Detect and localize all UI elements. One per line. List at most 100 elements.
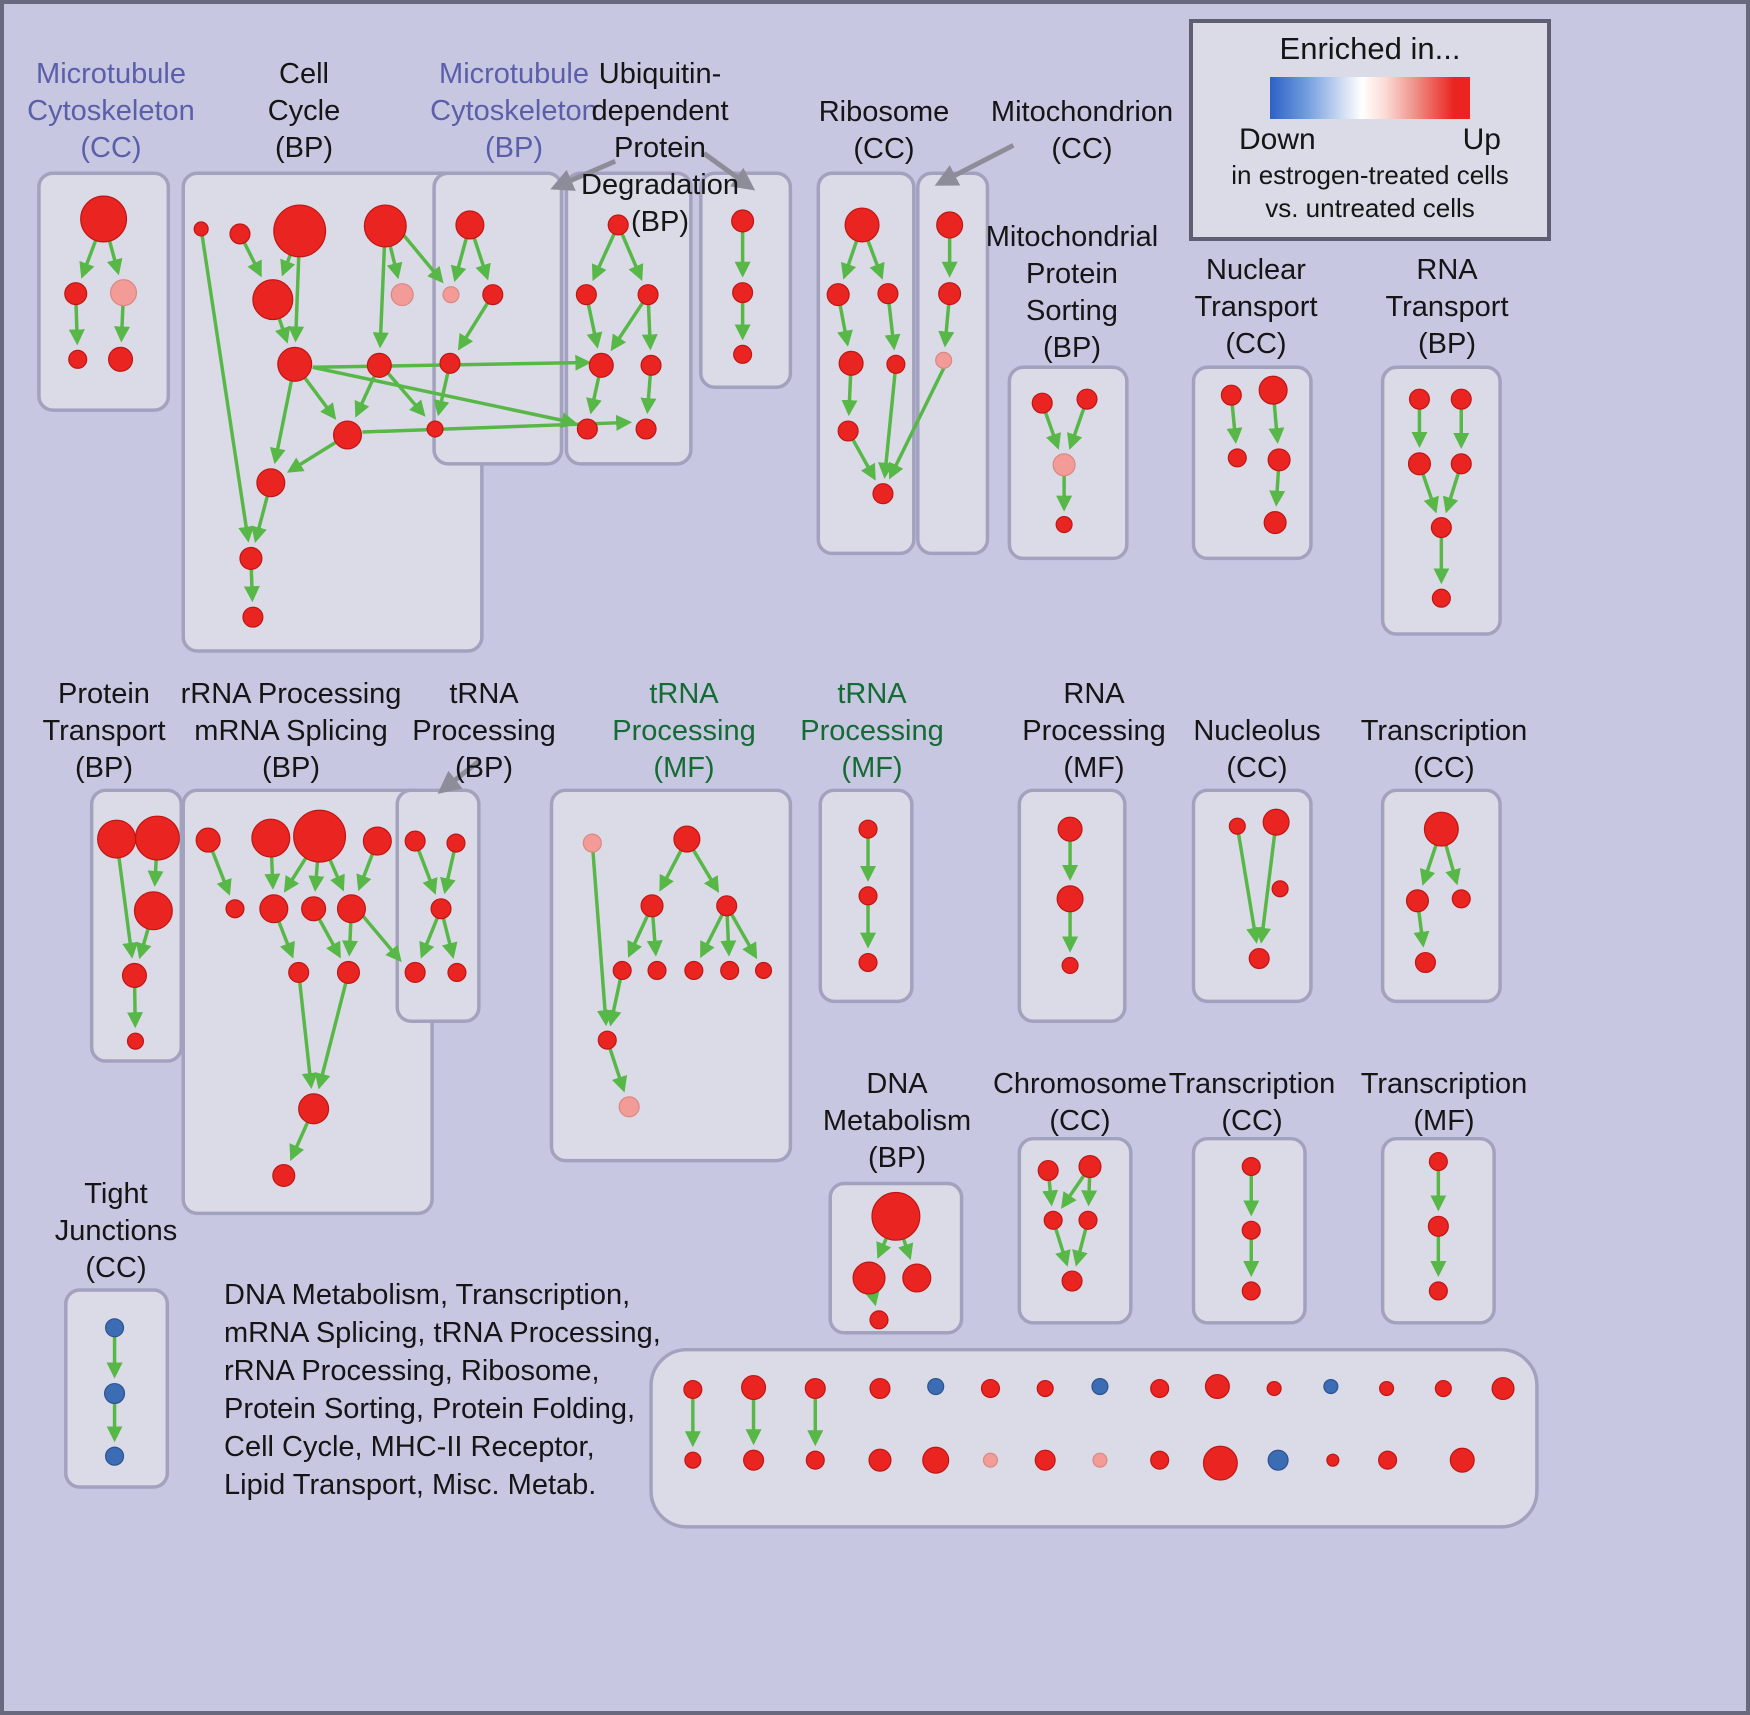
edge-arrow [386,245,403,280]
group-box-nucleolus-cc [1191,788,1313,1004]
go-term-node [1036,1379,1054,1398]
legend-scale-labels: Down Up [1239,123,1501,157]
go-term-node [447,962,467,983]
go-term-node [844,207,880,243]
edge-arrow [610,301,645,352]
edge-arrow [605,978,623,1027]
edge-arrow [354,375,376,418]
edge-arrow [1442,472,1460,514]
edge-arrow [114,305,131,343]
edge-arrow [372,246,389,349]
edge-arrow [641,304,658,351]
go-term-node [716,895,738,917]
edge-arrow [591,851,613,1027]
go-term-node [886,354,906,374]
edge-arrow [659,849,683,892]
go-term-node [426,420,444,438]
edge-arrow [358,910,402,963]
edge-arrow [117,857,139,959]
go-term-node [872,483,894,505]
edge-arrow [127,987,144,1029]
edge-arrow [472,237,491,281]
edge-arrow [1255,834,1277,944]
go-term-node [390,283,414,307]
go-term-node [1092,1452,1108,1468]
go-term-node [647,960,667,981]
go-term-node [982,1452,999,1468]
go-term-node [1449,1447,1475,1473]
go-term-node [273,204,327,258]
edge-arrow [720,915,737,957]
legend-subtitle-1: in estrogen-treated cells [1231,160,1509,190]
edge-arrow [419,917,439,959]
go-term-node [298,1093,330,1125]
go-term-node [732,282,754,304]
go-term-node [1450,453,1472,475]
go-term-node [838,350,864,376]
edge-arrow [136,928,152,960]
go-term-node [858,886,878,906]
edge-arrow [68,304,85,346]
go-term-node [1061,1270,1083,1292]
go-term-node [1414,951,1436,974]
annotation-arrows [437,143,1015,794]
go-term-node [618,1096,640,1118]
go-term-node [301,896,327,922]
go-term-node [1431,588,1451,608]
go-term-node [1407,452,1431,476]
go-term-node [741,1374,767,1401]
group-box-dna-metabolism-bp [828,1181,964,1335]
edge-arrow [837,305,853,347]
edge-arrow [646,916,663,957]
go-term-node [635,418,657,440]
go-term-node [868,1448,892,1472]
go-term-node [1061,956,1079,975]
group-box-trna-processing-mf-1 [549,788,793,1163]
edge-arrow [851,438,876,481]
go-term-node [105,1446,125,1466]
go-term-node [1220,384,1242,406]
go-term-node [858,952,878,973]
go-term-node [754,961,773,980]
go-term-node [1379,1380,1395,1397]
edge-arrow [303,376,337,420]
go-term-node [277,346,313,382]
go-term-node [1078,1210,1098,1230]
go-term-node [104,1382,126,1405]
edge-arrow [106,240,123,276]
misc-text-line: DNA Metabolism, Transcription, [224,1279,631,1311]
go-term-node [193,221,209,237]
edge-arrow [433,372,450,417]
go-term-node [805,1450,825,1470]
edge-arrow [314,982,348,1090]
go-term-node [225,899,245,919]
group-box-microtubule-cytoskeleton-bp [432,171,564,466]
go-term-node [743,1449,765,1471]
go-term-node [826,283,850,307]
go-term-node [869,1377,891,1400]
go-term-node [877,283,899,305]
go-term-node [936,211,964,239]
go-term-node [1428,1152,1448,1172]
edge-arrow [288,256,305,343]
go-term-node [256,468,286,498]
go-term-node [1258,375,1288,405]
go-term-node [251,818,291,858]
edge-arrow [243,569,260,603]
go-term-node [1150,1378,1170,1399]
go-term-node [195,827,221,853]
go-term-node [804,1377,826,1400]
go-term-node [1451,889,1471,909]
go-term-node [1241,1281,1261,1301]
edge-arrow [627,914,650,958]
go-term-node [927,1377,945,1396]
go-term-node [852,1261,886,1295]
go-term-node [684,960,704,981]
go-term-node [922,1446,950,1474]
go-term-node [455,210,485,240]
go-term-node [1057,816,1083,842]
go-term-node [126,1032,145,1050]
go-term-node [1204,1373,1230,1400]
go-term-node [366,352,392,378]
go-term-node [731,209,755,233]
